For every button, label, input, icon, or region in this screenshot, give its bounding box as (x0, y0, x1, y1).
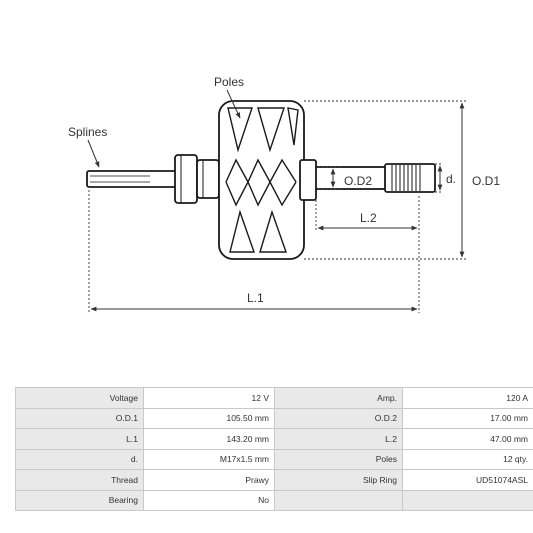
spec-value: 47.00 mm (402, 428, 533, 450)
spec-label: Voltage (15, 387, 144, 409)
spec-label: O.D.2 (274, 407, 403, 429)
spec-label: Amp. (274, 387, 403, 409)
dimension-extension-lines (88, 100, 466, 313)
spec-label: Thread (15, 469, 144, 491)
rotor-shaft (86, 163, 436, 193)
spec-label: Slip Ring (274, 469, 403, 491)
slip-ring-collar (174, 154, 220, 204)
spec-value: 17.00 mm (402, 407, 533, 429)
rotor-end-plate (299, 159, 317, 201)
spec-label: L.1 (15, 428, 144, 450)
spec-value: M17x1.5 mm (143, 448, 275, 470)
spec-value: 12 qty. (402, 448, 533, 470)
specifications-table: Voltage 12 V Amp. 120 A O.D.1 105.50 mm … (15, 387, 533, 511)
table-row: Bearing No (15, 489, 533, 511)
dimension-arrows (90, 102, 465, 312)
table-row: O.D.1 105.50 mm O.D.2 17.00 mm (15, 407, 533, 429)
spec-label: L.2 (274, 428, 403, 450)
table-row: L.1 143.20 mm L.2 47.00 mm (15, 428, 533, 450)
splines-label: Splines (68, 125, 107, 139)
d-label: d. (446, 172, 456, 186)
rotor-poles-body (218, 100, 305, 260)
spec-label: d. (15, 448, 144, 470)
poles-label: Poles (214, 75, 244, 89)
spec-label: Bearing (15, 489, 144, 511)
empty-cell (274, 489, 403, 511)
spec-value: 143.20 mm (143, 428, 275, 450)
od1-label: O.D1 (472, 174, 500, 188)
spec-value: 12 V (143, 387, 275, 409)
spec-label: Poles (274, 448, 403, 470)
spec-value: UD51074ASL (402, 469, 533, 491)
spec-label: O.D.1 (15, 407, 144, 429)
empty-cell (402, 489, 533, 511)
l1-label: L.1 (247, 291, 264, 305)
spec-value: Prawy (143, 469, 275, 491)
l2-label: L.2 (360, 211, 377, 225)
leader-lines (87, 89, 241, 168)
thread-lines (391, 165, 421, 191)
table-row: Voltage 12 V Amp. 120 A (15, 387, 533, 409)
rotor-technical-drawing: Poles Splines O.D1 O.D2 d. L.1 L.2 (68, 75, 500, 313)
spec-value: 120 A (402, 387, 533, 409)
table-row: Thread Prawy Slip Ring UD51074ASL (15, 469, 533, 491)
spec-value: 105.50 mm (143, 407, 275, 429)
od2-label: O.D2 (344, 174, 372, 188)
table-row: d. M17x1.5 mm Poles 12 qty. (15, 448, 533, 470)
spec-value: No (143, 489, 275, 511)
